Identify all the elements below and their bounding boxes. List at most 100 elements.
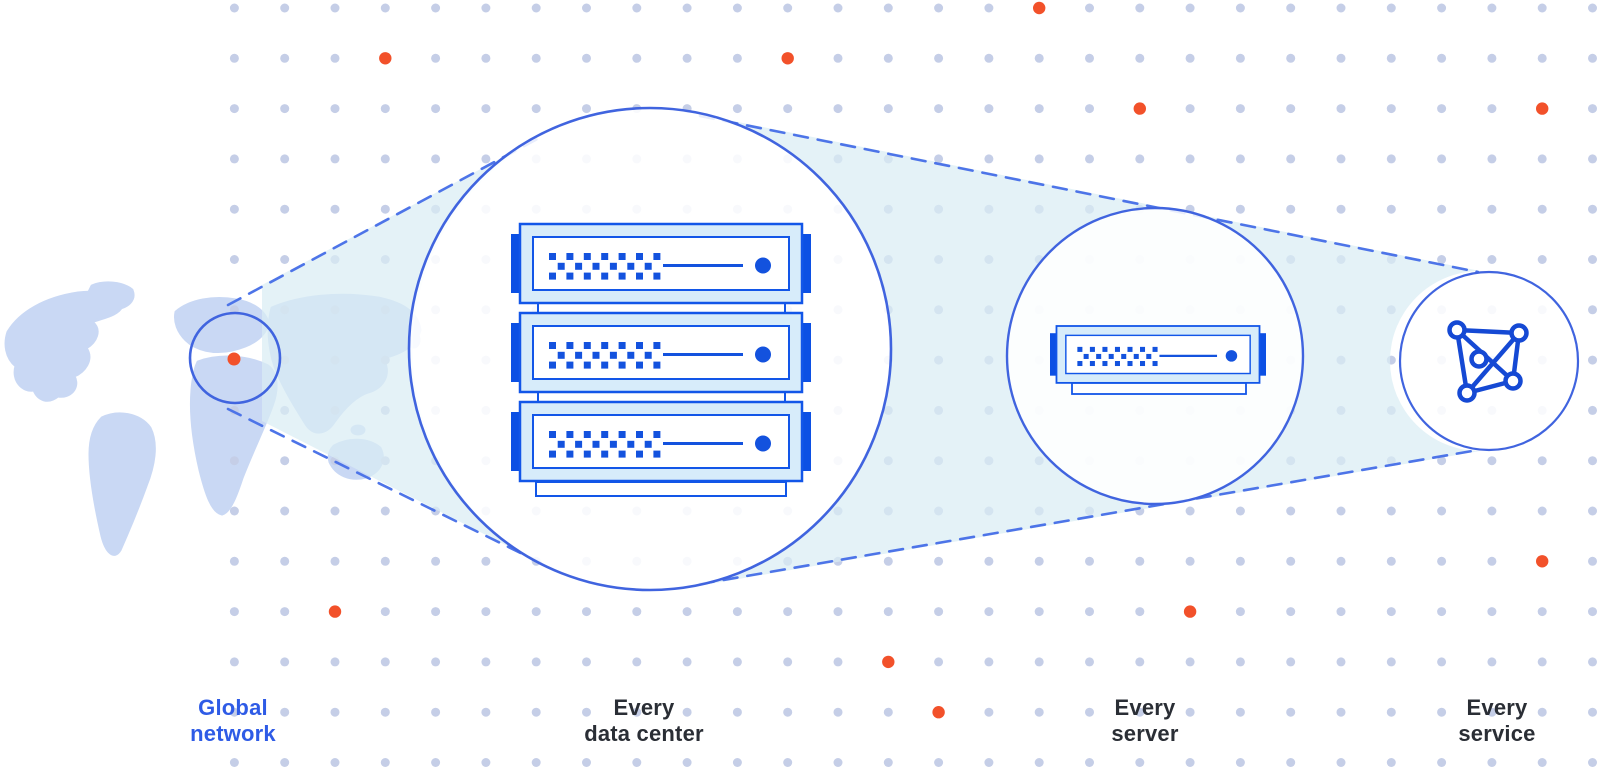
grid-dot (229, 204, 239, 214)
server-unit-icon (509, 311, 813, 394)
grid-dot (1386, 707, 1396, 717)
grid-dot (1135, 3, 1145, 13)
grid-dot (380, 154, 390, 164)
label-every-server: Every server (1111, 695, 1178, 747)
grid-dot (1286, 154, 1296, 164)
grid-dot (1286, 657, 1296, 667)
grid-dot (582, 607, 591, 617)
grid-dot (1085, 607, 1094, 617)
grid-dot (1386, 607, 1396, 617)
grid-dot (1487, 104, 1497, 114)
grid-dot (682, 607, 692, 617)
server-unit-icon (509, 400, 813, 483)
grid-dot (783, 104, 793, 114)
mesh-node (1469, 349, 1489, 369)
grid-dot (1336, 53, 1346, 63)
accent-dot (1183, 605, 1197, 618)
grid-dot (934, 607, 944, 617)
grid-dot (1386, 657, 1396, 667)
grid-dot (1487, 255, 1497, 264)
grid-dot (883, 53, 893, 63)
grid-dot (1487, 204, 1497, 214)
grid-dot (934, 758, 944, 767)
grid-dot (380, 758, 390, 767)
grid-dot (229, 456, 239, 466)
grid-dot (1437, 506, 1447, 516)
label-line: network (190, 721, 276, 746)
grid-dot (1487, 456, 1497, 466)
map-marker-dot (227, 352, 241, 366)
grid-dot (1537, 506, 1547, 516)
grid-dot (833, 657, 843, 667)
rack-base-tray (535, 481, 787, 497)
grid-dot (934, 53, 944, 63)
grid-dot (431, 104, 441, 114)
grid-dot (229, 707, 239, 717)
grid-dot (1487, 3, 1497, 13)
grid-dot (1185, 53, 1195, 63)
grid-dot (732, 707, 742, 717)
grid-dot (380, 506, 390, 516)
grid-dot (1336, 657, 1346, 667)
grid-dot (984, 53, 994, 63)
mesh-node (1509, 323, 1529, 343)
grid-dot (1588, 305, 1597, 315)
grid-dot (1537, 255, 1547, 264)
grid-dot (1034, 53, 1044, 63)
grid-dot (883, 707, 893, 717)
grid-dot (280, 607, 290, 617)
grid-dot (330, 204, 340, 214)
grid-dot (1588, 255, 1597, 264)
accent-dot (781, 52, 794, 65)
grid-dot (229, 53, 239, 63)
grid-dot (280, 707, 290, 717)
mesh-node (1457, 383, 1477, 403)
grid-dot (1135, 154, 1145, 164)
grid-dot (682, 758, 692, 767)
grid-dot (632, 607, 642, 617)
grid-dot (330, 154, 340, 164)
grid-dot (1437, 154, 1447, 164)
grid-dot (1487, 707, 1497, 717)
grid-dot (330, 657, 340, 667)
grid-dot (783, 657, 793, 667)
grid-dot (934, 154, 944, 164)
grid-dot (330, 506, 340, 516)
accent-dot (1536, 555, 1549, 568)
grid-dot (1537, 3, 1547, 13)
mesh-node (1503, 371, 1523, 391)
grid-dot (380, 607, 390, 617)
grid-dot (632, 707, 642, 717)
grid-dot (1588, 707, 1597, 717)
grid-dot (229, 556, 239, 566)
grid-dot (1185, 154, 1195, 164)
grid-dot (783, 607, 793, 617)
grid-dot (1235, 104, 1245, 114)
accent-dot (882, 655, 895, 669)
grid-dot (1286, 707, 1296, 717)
grid-dot (229, 657, 239, 667)
grid-dot (883, 3, 893, 13)
grid-dot (783, 707, 793, 717)
label-line: Every (613, 695, 675, 720)
grid-dot (632, 3, 642, 13)
grid-dot (1437, 707, 1447, 717)
grid-dot (1235, 607, 1245, 617)
grid-dot (1487, 607, 1497, 617)
grid-dot (833, 607, 843, 617)
grid-dot (1588, 53, 1597, 63)
zoom-dashed-lines (226, 114, 1480, 586)
label-line: data center (584, 721, 704, 746)
grid-dot (1235, 204, 1245, 214)
grid-dot (582, 53, 591, 63)
grid-dot (481, 3, 491, 13)
grid-dot (833, 104, 843, 114)
grid-dot (481, 607, 491, 617)
grid-dot (1085, 758, 1094, 767)
mesh-node (1447, 320, 1467, 340)
grid-dot (1085, 53, 1094, 63)
grid-dot (682, 53, 692, 63)
grid-dot (481, 657, 491, 667)
grid-dot (481, 104, 491, 114)
